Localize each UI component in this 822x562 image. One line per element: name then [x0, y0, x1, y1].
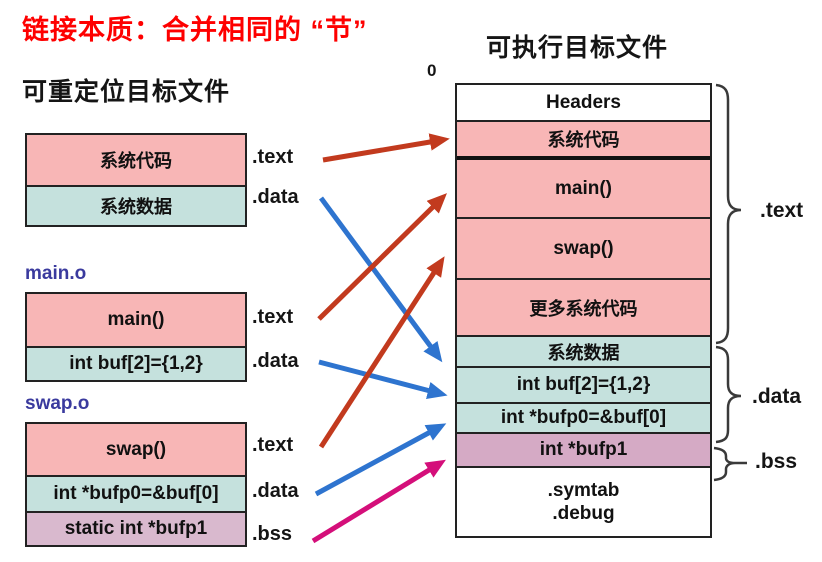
address-zero-label: 0 [427, 61, 437, 80]
brace-data [715, 345, 742, 444]
file-label-swap-o: swap.o [25, 393, 90, 414]
symtab-label: .symtab [547, 480, 620, 501]
executable-file-heading: 可执行目标文件 [486, 34, 669, 62]
section-label-swap-bss: .bss [252, 523, 293, 545]
exec-row-buf: int buf[2]={1,2} [457, 366, 710, 402]
system-data-row: 系统数据 [27, 185, 245, 225]
brace-label-data: .data [752, 385, 802, 408]
section-label-main-data: .data [252, 350, 299, 372]
brace-label-bss: .bss [755, 450, 798, 473]
exec-row-system-data: 系统数据 [457, 335, 710, 366]
section-label-sys-data: .data [252, 186, 299, 208]
arrow-swap-data [314, 423, 447, 497]
bufp0-row: int *bufp0=&buf[0] [27, 475, 245, 511]
bufp1-static-row: static int *bufp1 [27, 511, 245, 545]
arrow-main-data [318, 359, 448, 399]
arrow-main-text [317, 193, 447, 321]
arrow-swap-bss [311, 459, 446, 544]
section-label-sys-text: .text [252, 146, 294, 168]
section-label-swap-text: .text [252, 434, 294, 456]
arrow-sys-data [318, 196, 443, 363]
exec-row-bufp0: int *bufp0=&buf[0] [457, 402, 710, 432]
main-func-row: main() [27, 294, 245, 346]
main-o-box: main() int buf[2]={1,2} [25, 292, 247, 382]
exec-row-bufp1: int *bufp1 [457, 432, 710, 466]
relocatable-files-heading: 可重定位目标文件 [22, 78, 231, 106]
section-label-main-text: .text [252, 306, 294, 328]
exec-row-main: main() [457, 156, 710, 217]
section-label-swap-data: .data [252, 480, 299, 502]
system-object-file-box: 系统代码 系统数据 [25, 133, 247, 227]
buf-array-row: int buf[2]={1,2} [27, 346, 245, 380]
exec-row-system-code: 系统代码 [457, 120, 710, 156]
swap-o-box: swap() int *bufp0=&buf[0] static int *bu… [25, 422, 247, 547]
exec-row-more-system-code: 更多系统代码 [457, 278, 710, 335]
brace-label-text: .text [760, 199, 804, 222]
system-code-row: 系统代码 [27, 135, 245, 185]
exec-row-headers: Headers [457, 85, 710, 120]
exec-row-swap: swap() [457, 217, 710, 278]
brace-text [715, 83, 742, 345]
exec-row-symtab-debug: .symtab .debug [457, 466, 710, 536]
file-label-main-o: main.o [25, 263, 87, 284]
swap-func-row: swap() [27, 424, 245, 475]
page-title: 链接本质：合并相同的 “节” [22, 15, 368, 45]
arrow-swap-text [318, 256, 445, 449]
executable-file-box: Headers 系统代码 main() swap() 更多系统代码 系统数据 i… [455, 83, 712, 538]
debug-label: .debug [552, 503, 615, 524]
brace-bss [713, 446, 747, 482]
arrow-sys-text [322, 133, 450, 163]
